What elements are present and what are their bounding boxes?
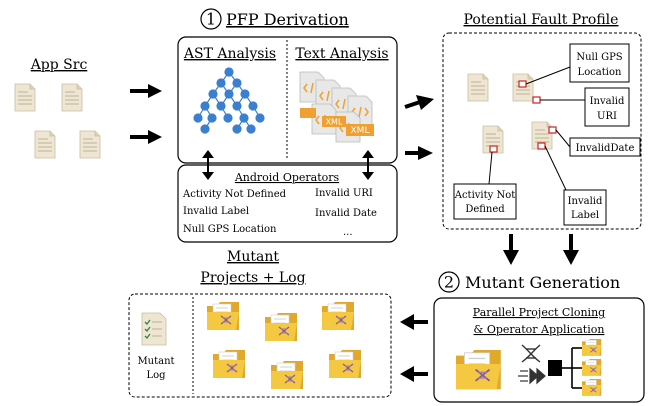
fast-forward-icon [518, 367, 546, 385]
fault-label-invalid-date: InvalidDate [569, 137, 641, 157]
operator-item: Invalid URI [315, 188, 373, 199]
folder-icon [270, 360, 304, 390]
step2-title: Mutant Generation [465, 273, 620, 292]
fault-label-invalid-label: Invalid Label [563, 189, 607, 226]
svg-text:Location: Location [578, 67, 622, 78]
step1-number: 1 [206, 10, 216, 29]
fault-marker [548, 126, 557, 134]
operator-item: ... [343, 227, 353, 238]
folder-icon [264, 312, 298, 342]
document-icon [14, 83, 36, 112]
dna-icon [521, 344, 541, 363]
svg-text:Label: Label [571, 210, 599, 221]
analysis-box [177, 36, 398, 164]
mutant-log-icon [141, 312, 167, 346]
app-src-label: App Src [30, 57, 88, 73]
output-arrows [400, 314, 428, 382]
mutants-title-2: Projects + Log [200, 270, 305, 286]
ast-tree-icon [193, 67, 265, 134]
hub-block [548, 360, 562, 376]
fault-label-invalid-uri: Invalid URI [584, 87, 630, 127]
down-arrows [503, 234, 579, 265]
step2-number-circle [438, 271, 460, 293]
profile-documents [467, 73, 557, 154]
operators-box [177, 164, 398, 243]
input-arrows [130, 84, 162, 144]
text-analysis-label: Text Analysis [295, 46, 388, 62]
fault-marker [489, 145, 498, 153]
operator-item: Invalid Date [315, 208, 377, 219]
operator-item: Null GPS Location [183, 224, 277, 235]
fault-label-activity-not-defined: Activity Not Defined [453, 183, 517, 220]
app-src-documents [14, 83, 101, 159]
mutant-project-folders [206, 301, 362, 390]
svg-text:Defined: Defined [465, 204, 505, 215]
operator-item: Activity Not Defined [182, 189, 287, 200]
document-icon [467, 73, 489, 102]
step1-number-circle [200, 8, 222, 30]
document-icon [61, 83, 83, 112]
ast-analysis-label: AST Analysis [183, 46, 276, 62]
step2-header: 2 Mutant Generation [438, 271, 620, 293]
step1-title: PFP Derivation [226, 10, 349, 29]
fault-profile-box [442, 32, 642, 230]
svg-text:URI: URI [597, 111, 617, 122]
xml-files-icon: XML XML [299, 71, 374, 143]
document-icon [34, 130, 56, 159]
operators-title: Android Operators [234, 171, 340, 184]
svg-text:Null GPS: Null GPS [576, 52, 622, 63]
svg-text:Activity Not: Activity Not [454, 190, 516, 201]
folder-icon [328, 349, 362, 379]
mutant-log-label-2: Log [146, 370, 166, 381]
mutants-box [128, 293, 392, 398]
folder-icon [212, 349, 246, 379]
cloning-illustration [455, 338, 602, 397]
fault-label-null-gps: Null GPS Location [569, 43, 630, 83]
svg-text:Invalid: Invalid [590, 96, 625, 107]
fault-connectors [488, 66, 585, 191]
mutant-generation-box [433, 297, 645, 403]
operator-item: Invalid Label [183, 206, 249, 217]
document-icon [79, 130, 101, 159]
mutant-generation-subtitle-2: & Operator Application [474, 323, 605, 336]
step1-header: 1 PFP Derivation [200, 8, 349, 30]
svg-text:XML: XML [326, 118, 343, 127]
fault-marker [518, 80, 527, 88]
svg-text:InvalidDate: InvalidDate [576, 143, 635, 154]
folder-icon [206, 301, 240, 331]
svg-text:Invalid: Invalid [568, 196, 603, 207]
mutant-log-label-1: Mutant [137, 356, 174, 367]
mutant-generation-subtitle-1: Parallel Project Cloning [473, 306, 605, 319]
fault-marker [537, 142, 546, 150]
mutants-title-1: Mutant [227, 249, 279, 265]
fault-marker [532, 96, 541, 104]
folder-icon [321, 301, 355, 331]
step2-number: 2 [444, 273, 454, 292]
xml-label: XML [351, 126, 370, 136]
profile-title: Potential Fault Profile [464, 12, 619, 28]
profile-arrows [404, 95, 434, 160]
